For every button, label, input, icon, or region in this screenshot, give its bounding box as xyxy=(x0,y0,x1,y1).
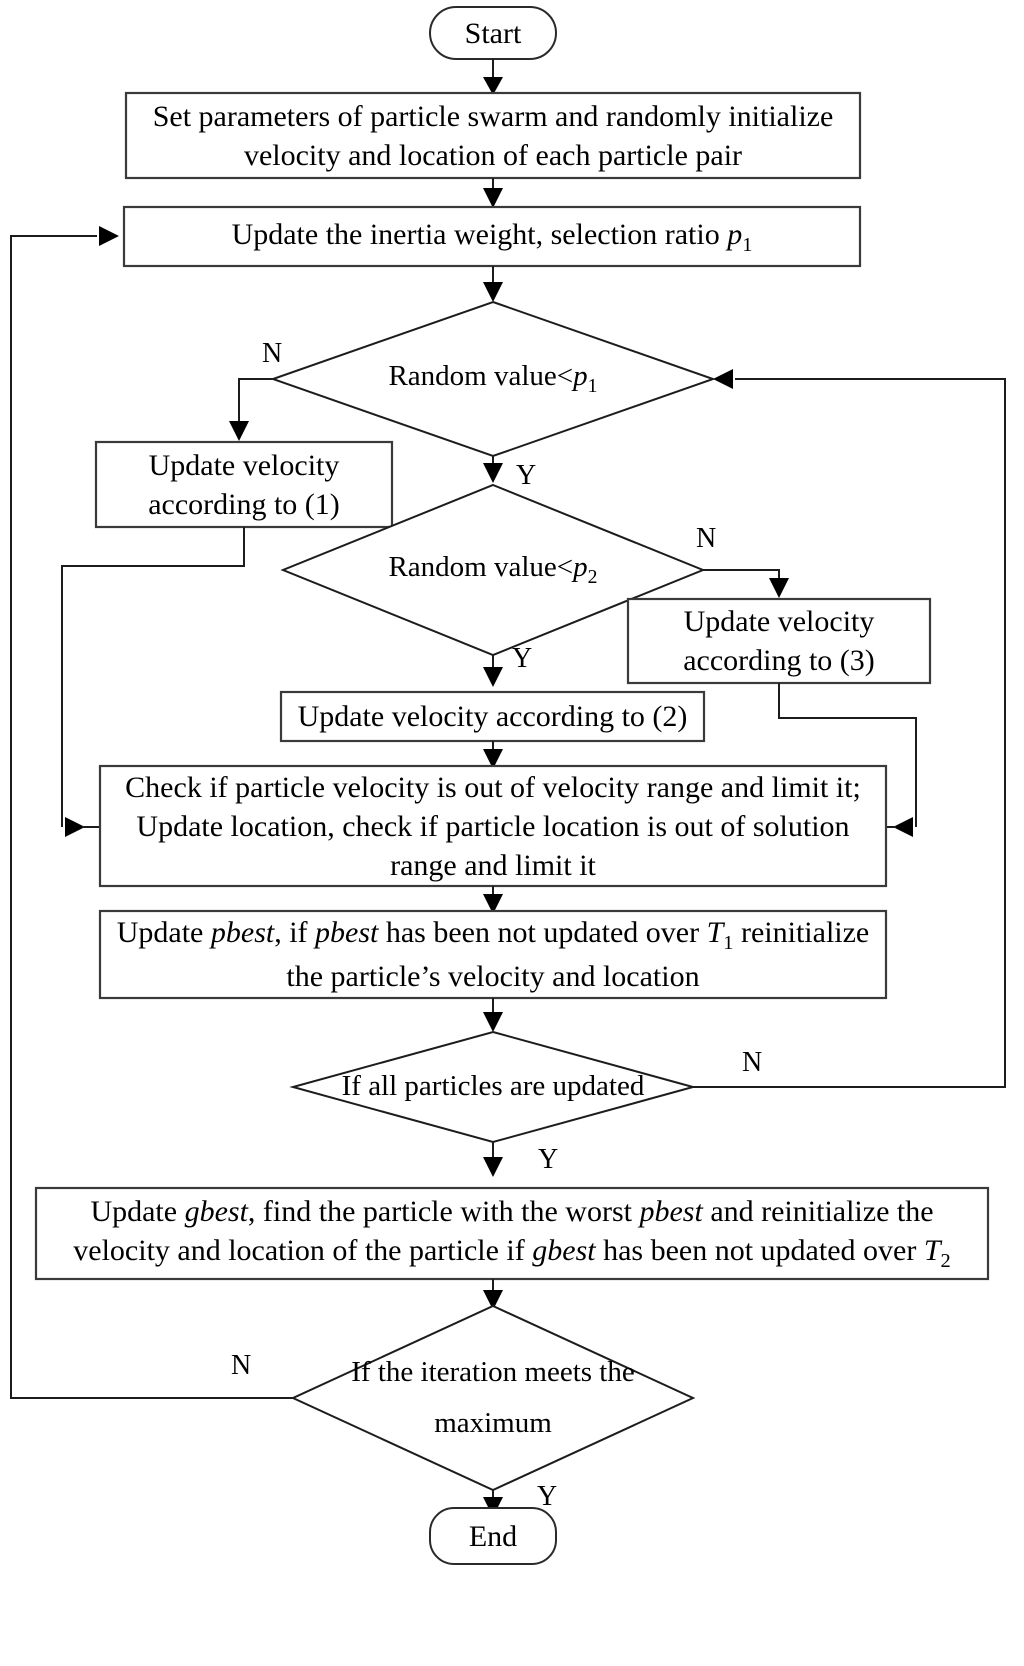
arrowhead-velocity1-to-check xyxy=(65,817,85,837)
connector-iteration-no xyxy=(10,235,293,1399)
update-velocity-2-node[interactable] xyxy=(281,692,704,741)
end-node-shape xyxy=(429,1507,557,1565)
arrowhead-all-particles-yes xyxy=(483,1157,503,1177)
edge-label-p2-no: N xyxy=(696,523,717,554)
arrowhead-p2-no xyxy=(769,578,789,598)
update-pbest-node[interactable] xyxy=(100,911,886,998)
start-node[interactable] xyxy=(430,7,556,59)
arrowhead-velocity3-to-check xyxy=(893,817,913,837)
update-velocity-3-node-shape xyxy=(626,597,932,685)
end-node[interactable] xyxy=(430,1508,556,1564)
arrowhead-velocity2-to-check xyxy=(483,749,503,769)
init-node-shape xyxy=(124,91,862,180)
update-inertia-node[interactable] xyxy=(124,207,860,266)
update-gbest-node[interactable] xyxy=(36,1188,988,1279)
arrowhead-p2-yes xyxy=(483,667,503,687)
decision-p2-node[interactable] xyxy=(353,536,633,604)
arrowhead-start-to-init xyxy=(483,77,503,95)
decision-p1-node[interactable] xyxy=(353,345,633,413)
arrowhead-check-to-pbest xyxy=(483,894,503,914)
update-velocity-1-node[interactable] xyxy=(96,442,392,527)
check-limit-node[interactable] xyxy=(100,766,886,886)
connector-p2-no xyxy=(703,569,780,581)
arrowhead-all-particles-no xyxy=(713,369,733,389)
decision-all-particles-node[interactable] xyxy=(343,1055,643,1119)
edge-label-p1-yes: Y xyxy=(516,460,537,491)
update-pbest-node-shape xyxy=(98,909,888,1000)
decision-iteration-node[interactable] xyxy=(353,1350,633,1446)
edge-label-all-particles-yes: Y xyxy=(538,1144,559,1175)
update-gbest-node-shape xyxy=(34,1186,990,1281)
update-inertia-node-shape xyxy=(122,205,862,268)
connector-all-particles-no xyxy=(693,378,1006,1088)
connector-p1-no xyxy=(238,378,273,424)
update-velocity-3-node[interactable] xyxy=(628,599,930,683)
init-node[interactable] xyxy=(126,93,860,178)
arrowhead-gbest-to-decision-iteration xyxy=(483,1290,503,1310)
update-velocity-2-node-shape xyxy=(279,690,706,743)
arrowhead-pbest-to-decision-all xyxy=(483,1012,503,1032)
arrowhead-inertia-to-decision-p1 xyxy=(483,282,503,302)
edge-label-iteration-yes: Y xyxy=(537,1481,558,1512)
edge-label-p1-no: N xyxy=(262,338,283,369)
check-limit-node-shape xyxy=(98,764,888,888)
arrowhead-init-to-inertia xyxy=(483,188,503,208)
edge-label-all-particles-no: N xyxy=(742,1047,763,1078)
update-velocity-1-node-shape xyxy=(94,440,394,529)
connector-velocity1-to-check xyxy=(61,527,245,827)
edge-label-iteration-no: N xyxy=(231,1350,252,1381)
arrowhead-p1-no xyxy=(229,421,249,441)
connector-velocity3-to-check xyxy=(778,683,917,827)
edge-label-p2-yes: Y xyxy=(512,643,533,674)
arrowhead-iteration-no xyxy=(99,226,119,246)
arrowhead-p1-yes xyxy=(483,463,503,483)
